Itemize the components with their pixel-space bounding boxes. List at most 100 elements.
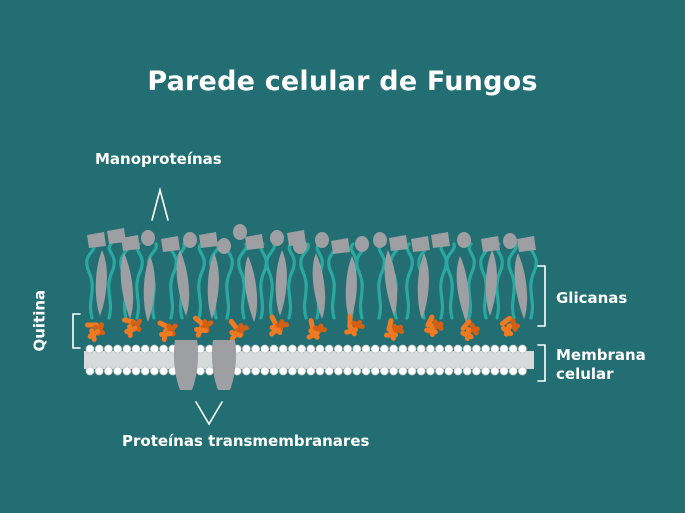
glucan-strand [445,242,456,320]
chitin-fiber [124,326,138,334]
lipid-head [508,366,518,376]
chitin-fiber [200,320,214,330]
chitin-fiber [510,318,518,332]
mannoprotein-head [517,236,536,252]
mannoprotein-layer [87,224,536,322]
lipid-head [444,366,454,376]
lipid-head [85,344,95,354]
lipid-head [159,366,169,376]
lipid-head [315,344,325,354]
lipid-head [343,366,353,376]
mannoprotein-head [389,235,408,251]
chitin-fiber [235,325,249,333]
lipid-head [131,366,141,376]
glucan-strand [287,242,296,320]
mannoprotein-head [161,236,180,252]
chitin-fiber [194,326,208,334]
mannoprotein-stalk [207,253,219,319]
lipid-head [407,344,417,354]
lipid-head [398,344,408,354]
lipid-head [471,366,481,376]
glucan-strand [225,242,234,320]
mannoprotein-head [373,232,387,248]
glucan-bracket [537,265,546,327]
chitin-fiber [308,328,320,340]
mannoprotein-pointer [151,186,169,221]
glucan-strand [327,242,338,320]
lipid-head [508,344,518,354]
lipid-head [287,344,297,354]
lipid-head [94,366,104,376]
lipid-head [195,366,205,376]
annotation-lines [72,186,546,426]
lipid-head [306,366,316,376]
lipid-head [416,366,426,376]
lipid-head [343,344,353,354]
mannoprotein-head [287,230,306,246]
mannoprotein-head [331,238,350,254]
chitin-fiber [499,315,513,327]
lipid-head [490,366,500,376]
mannoprotein-head [315,232,329,248]
mannoprotein-stalk [275,250,287,316]
glucan-strand [377,242,386,320]
chitin-layer [85,314,520,342]
lipid-head [269,366,279,376]
chitin-fiber [425,314,435,328]
chitin-fiber [391,323,405,335]
chitin-fiber [351,320,365,330]
mannoprotein-stalk [417,253,429,319]
lipid-head [149,344,159,354]
glucan-label: Glicanas [556,289,628,307]
lipid-head [379,344,389,354]
glucan-strand [467,242,476,320]
lipid-head [416,344,426,354]
lipid-head [241,344,251,354]
mannoprotein-stalk [143,256,155,322]
chitin-fiber [159,331,173,337]
lipid-head [499,366,509,376]
lipid-head [324,366,334,376]
glucan-strand [169,242,178,320]
lipid-head [499,344,509,354]
chitin-fiber [464,327,472,341]
lipid-head [361,344,371,354]
glucan-strand [355,242,366,320]
mannoprotein-head [411,236,430,252]
lipid-head [333,344,343,354]
chitin-fiber [432,319,444,331]
lipid-head [297,366,307,376]
lipid-head [140,344,150,354]
chitin-fiber [313,325,327,333]
lipid-head [251,366,261,376]
lipid-head [481,344,491,354]
lipid-head [159,344,169,354]
lipid-head [462,344,472,354]
glucan-strand [529,242,538,320]
mannoprotein-head [107,228,126,244]
glucan-strand [85,242,96,320]
chitin-label: Quitina [30,289,49,352]
mannoprotein-head [183,232,197,248]
lipid-head [140,366,150,376]
glucan-strand [265,242,276,320]
lipid-head [251,344,261,354]
lipid-head [379,366,389,376]
mannoprotein-stalk [312,253,326,319]
lipid-head [205,366,215,376]
lipid-head [297,344,307,354]
lipid-head [324,344,334,354]
lipid-head [260,344,270,354]
chitin-fiber [388,327,396,341]
mannoprotein-head [141,230,155,246]
lipid-head [149,366,159,376]
lipid-head [131,344,141,354]
transmembrane-pointer [195,401,223,426]
lipid-head [518,366,527,376]
glucan-strand [507,242,518,320]
mannoprotein-head [431,232,450,248]
lipid-head [425,344,435,354]
mannoprotein-head [121,235,140,251]
glucan-strand [107,242,116,320]
mannoprotein-stalk [514,253,528,319]
